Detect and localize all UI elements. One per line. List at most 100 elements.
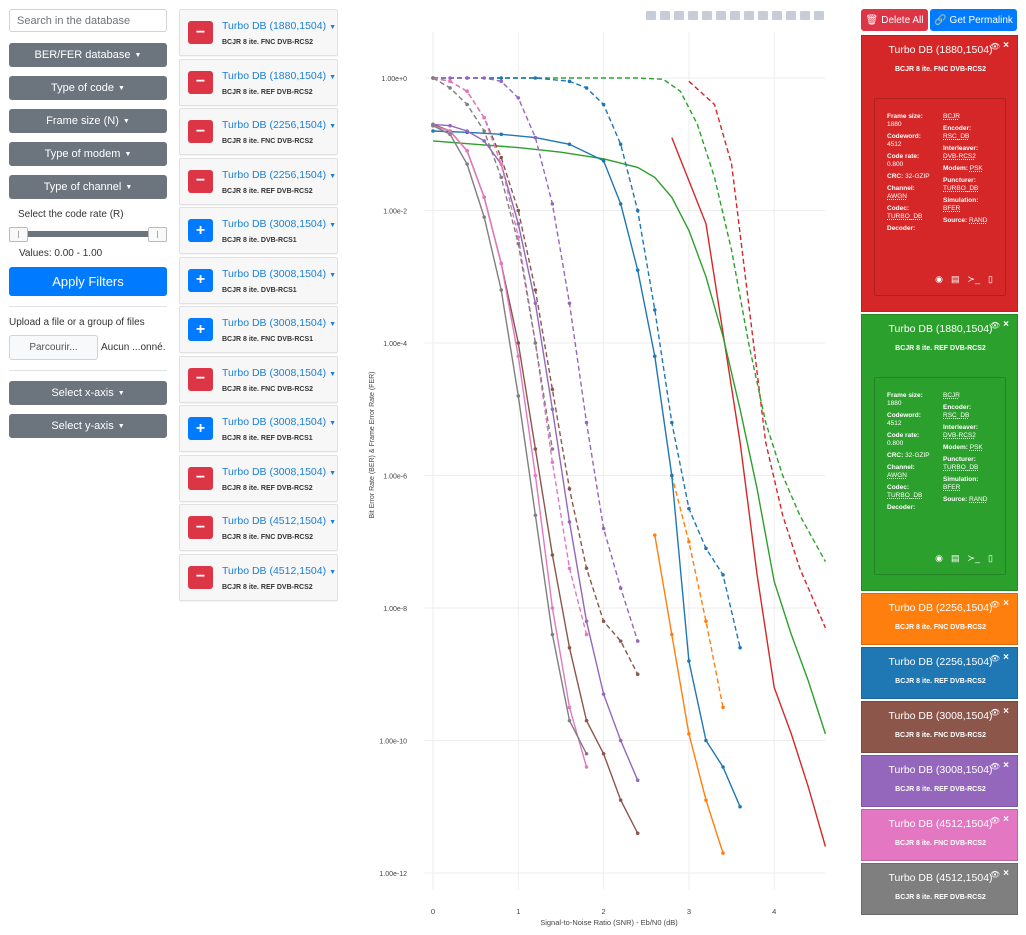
data-point[interactable] [448,76,452,80]
zoom-in-icon[interactable] [730,11,740,20]
add-curve-button[interactable]: + [188,219,213,242]
data-point[interactable] [482,76,486,80]
detail-value[interactable]: TURBO_DB [943,464,979,471]
data-point[interactable] [738,645,742,650]
book-icon[interactable]: ▤ [950,274,960,284]
close-icon[interactable]: × [1003,652,1009,663]
home-icon[interactable] [772,11,782,20]
data-point[interactable] [550,387,555,392]
data-point[interactable] [584,765,589,769]
series-line[interactable] [671,137,827,847]
data-point[interactable] [448,129,452,133]
hide-icon[interactable]: 👁 [989,42,1000,51]
data-point[interactable] [499,288,504,292]
data-point[interactable] [721,851,725,855]
data-point[interactable] [465,129,469,133]
detail-value[interactable]: PSK [969,444,983,451]
data-point[interactable] [618,639,623,643]
data-point[interactable] [465,102,469,107]
data-point[interactable] [670,632,674,637]
data-point[interactable] [687,659,691,663]
data-point[interactable] [635,672,640,677]
series-line[interactable] [433,77,741,648]
terminal-icon[interactable]: ≻_ [967,274,981,284]
save-icon[interactable] [660,11,670,20]
data-point[interactable] [516,221,521,226]
close-icon[interactable]: × [1003,319,1009,330]
data-point[interactable] [550,632,555,637]
data-point[interactable] [482,195,486,200]
data-point[interactable] [601,159,606,163]
hide-icon[interactable]: 👁 [989,870,1000,879]
data-point[interactable] [704,798,708,802]
data-point[interactable] [482,139,486,143]
hover-closest-icon[interactable] [800,11,810,20]
series-line[interactable] [688,80,827,629]
data-point[interactable] [618,142,623,147]
hover-compare-icon[interactable] [814,11,824,20]
data-point[interactable] [601,526,606,531]
book-icon[interactable]: ▤ [950,553,960,563]
curve-title-dropdown[interactable]: Turbo DB (2256,1504)▼ [222,119,336,131]
data-point[interactable] [584,619,589,624]
github-icon[interactable]: ◉ [935,274,943,284]
series-line[interactable] [671,475,724,708]
curve-title-dropdown[interactable]: Turbo DB (4512,1504)▼ [222,565,336,577]
data-point[interactable] [618,738,623,743]
curve-title-dropdown[interactable]: Turbo DB (3008,1504)▼ [222,218,336,230]
selected-curve-card[interactable]: Turbo DB (2256,1504)BCJR 8 ite. REF DVB-… [861,647,1018,699]
data-point[interactable] [550,460,555,465]
curve-title-dropdown[interactable]: Turbo DB (1880,1504)▼ [222,20,336,32]
data-point[interactable] [601,619,606,624]
series-line[interactable] [432,77,588,635]
selected-curve-card[interactable]: Turbo DB (1880,1504)BCJR 8 ite. REF DVB-… [861,314,1018,591]
data-point[interactable] [465,76,469,80]
add-curve-button[interactable]: + [188,268,213,292]
data-point[interactable] [533,341,538,345]
data-point[interactable] [567,645,572,650]
data-point[interactable] [499,132,504,137]
data-point[interactable] [516,341,521,345]
data-point[interactable] [652,354,657,359]
data-point[interactable] [533,447,538,451]
data-point[interactable] [618,202,623,206]
data-point[interactable] [670,420,674,425]
add-curve-button[interactable]: + [188,318,213,341]
data-point[interactable] [567,718,572,723]
hide-icon[interactable]: 👁 [989,654,1000,663]
select-x-axis-dropdown[interactable]: Select x-axis▼ [9,381,167,405]
data-point[interactable] [567,301,572,306]
data-point[interactable] [550,606,555,610]
data-point[interactable] [448,132,452,137]
data-point[interactable] [687,506,691,511]
data-point[interactable] [499,162,504,166]
type-of-modem-dropdown[interactable]: Type of modem▼ [9,142,167,166]
data-point[interactable] [584,566,589,571]
remove-curve-button[interactable]: − [188,169,213,193]
selected-curve-card[interactable]: Turbo DB (4512,1504)BCJR 8 ite. FNC DVB-… [861,809,1018,861]
data-point[interactable] [704,619,708,624]
apply-filters-button[interactable]: Apply Filters [9,267,167,296]
data-point[interactable] [482,115,486,120]
hide-icon[interactable]: 👁 [989,708,1000,717]
close-icon[interactable]: × [1003,706,1009,717]
data-point[interactable] [448,123,452,128]
data-point[interactable] [499,261,504,266]
data-point[interactable] [635,208,640,213]
detail-value[interactable]: TURBO_DB [887,492,923,499]
data-point[interactable] [482,215,486,219]
data-point[interactable] [448,86,452,90]
data-point[interactable] [550,202,555,206]
remove-curve-button[interactable]: − [188,367,213,391]
data-point[interactable] [499,79,504,84]
code-rate-slider[interactable] [9,227,167,242]
close-icon[interactable]: × [1003,598,1009,609]
series-line[interactable] [432,140,827,735]
ber-fer-database-dropdown[interactable]: BER/FER database▼ [9,43,167,67]
data-point[interactable] [721,573,725,577]
detail-value[interactable]: TURBO_DB [887,213,923,220]
data-point[interactable] [635,639,640,643]
detail-value[interactable]: RSC_DB [943,412,970,419]
data-point[interactable] [704,738,708,743]
data-point[interactable] [516,96,521,100]
